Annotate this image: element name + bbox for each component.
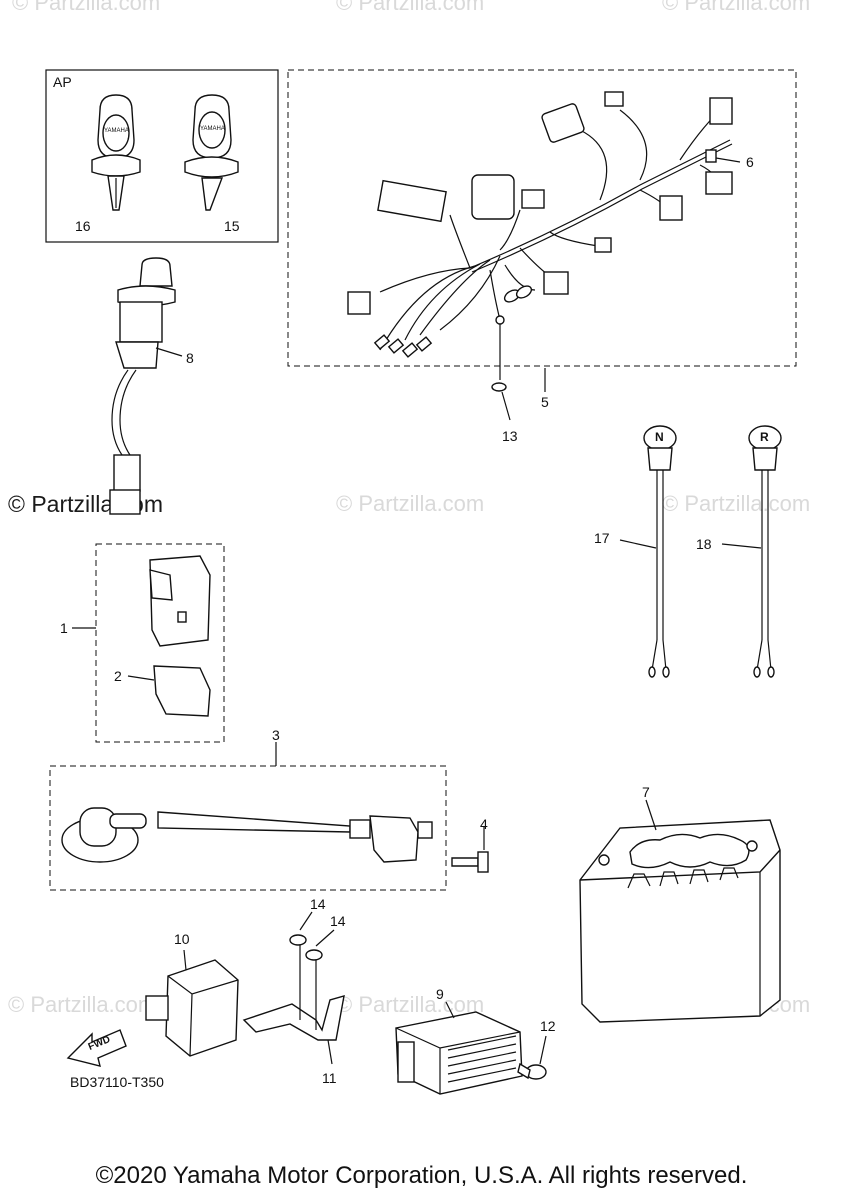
watermark: © Partzilla.com xyxy=(336,491,485,516)
key-16 xyxy=(91,94,141,211)
copyright-footer: ©2020 Yamaha Motor Corporation, U.S.A. A… xyxy=(95,1162,748,1189)
callout-1: 1 xyxy=(60,620,68,636)
key-brand-text: YAMAHA xyxy=(104,128,129,134)
callout-4: 4 xyxy=(480,816,488,832)
battery-7 xyxy=(579,799,781,1023)
neutral-switch-17 xyxy=(619,425,677,678)
callout-16: 16 xyxy=(75,218,91,234)
ap-box xyxy=(45,69,279,243)
callout-13: 13 xyxy=(502,428,518,444)
watermark: © Partzilla.com xyxy=(662,0,811,15)
main-switch-8 xyxy=(109,257,183,515)
screw-14 xyxy=(289,911,335,961)
callout-14a: 14 xyxy=(310,896,326,912)
bolt-12 xyxy=(517,1035,547,1080)
bracket-11 xyxy=(242,945,345,1065)
callout-9: 9 xyxy=(436,986,444,1002)
key-15 xyxy=(184,94,239,211)
callout-2: 2 xyxy=(114,668,122,684)
callout-12: 12 xyxy=(540,1018,556,1034)
fwd-arrow-icon xyxy=(66,1029,127,1067)
bolt-4 xyxy=(451,826,489,873)
callout-5: 5 xyxy=(541,394,549,410)
cdi-unit-1 xyxy=(149,555,211,647)
switch-letter-r: R xyxy=(760,430,769,444)
ap-label: AP xyxy=(53,74,72,90)
wire-harness xyxy=(347,91,733,358)
watermark: © Partzilla.com xyxy=(662,491,811,516)
watermark: © Partzilla.com xyxy=(12,0,161,15)
relay-2 xyxy=(127,665,211,717)
relay-10 xyxy=(145,949,239,1057)
callout-6: 6 xyxy=(746,154,754,170)
callout-14b: 14 xyxy=(330,913,346,929)
watermark: © Partzilla.com xyxy=(336,992,485,1017)
callout-11: 11 xyxy=(322,1070,337,1086)
callout-7: 7 xyxy=(642,784,650,800)
callout-10: 10 xyxy=(174,931,190,947)
callout-8: 8 xyxy=(186,350,194,366)
leader-line xyxy=(715,157,741,163)
harness-box xyxy=(287,69,797,367)
cdi-box xyxy=(95,543,225,743)
switch-letter-n: N xyxy=(655,430,664,444)
drawing-code: BD37110-T350 xyxy=(70,1074,164,1090)
callout-17: 17 xyxy=(594,530,610,546)
callout-18: 18 xyxy=(696,536,712,552)
rectifier-9 xyxy=(395,1001,523,1095)
callout-15: 15 xyxy=(224,218,240,234)
leader-line xyxy=(501,391,511,421)
grommet-13 xyxy=(491,382,507,392)
watermark: © Partzilla.com xyxy=(336,0,485,15)
reverse-switch-18 xyxy=(721,425,782,678)
callout-3: 3 xyxy=(272,727,280,743)
ignition-coil-3 xyxy=(61,807,433,863)
watermark: © Partzilla.com xyxy=(8,992,157,1017)
key-brand-text: YAMAHA xyxy=(200,126,225,132)
